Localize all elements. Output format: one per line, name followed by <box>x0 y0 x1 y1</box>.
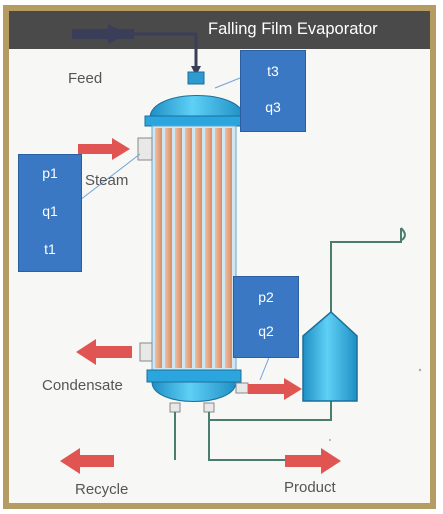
speck <box>418 368 422 372</box>
steam-label: Steam <box>85 172 129 189</box>
steam-arrow <box>78 138 130 160</box>
box-right-line-2: q2 <box>258 323 274 339</box>
feed-pipe-arrow <box>191 66 201 76</box>
steam-nozzle <box>137 137 153 161</box>
piping <box>174 227 406 461</box>
product-arrow <box>285 448 341 474</box>
vessel-shell <box>151 125 237 371</box>
box-left-line-1: p1 <box>42 165 58 181</box>
bottom-head <box>151 381 237 402</box>
separator-vessel <box>302 310 358 402</box>
feed-label: Feed <box>68 70 103 87</box>
feed-nozzle <box>187 71 205 85</box>
condensate-nozzle <box>139 342 153 362</box>
recycle-outlet <box>169 402 181 413</box>
leader-right <box>259 354 271 381</box>
feed-arrow-head <box>108 24 128 44</box>
feed-arrow <box>72 29 134 39</box>
condensate-arrow <box>76 339 132 365</box>
diagram-title: Falling Film Evaporator <box>208 20 378 38</box>
data-box-right: p2 q2 <box>233 276 299 358</box>
feed-pipe <box>134 32 198 72</box>
data-box-left: p1 q1 t1 <box>18 154 82 272</box>
tube-bundle <box>155 128 232 368</box>
data-box-top: t3 q3 <box>240 50 306 132</box>
box-top-line-1: t3 <box>267 63 279 79</box>
condensate-label: Condensate <box>42 377 123 394</box>
product-label: Product <box>284 479 336 496</box>
leader-left <box>79 153 141 201</box>
vapor-outlet-nozzle <box>235 382 249 394</box>
box-right-line-1: p2 <box>258 289 274 305</box>
recycle-label: Recycle <box>75 481 129 498</box>
box-top-line-2: q3 <box>265 99 281 115</box>
box-left-line-3: t1 <box>44 241 56 257</box>
top-flange <box>144 115 250 127</box>
product-outlet <box>203 402 215 413</box>
leader-top <box>214 77 241 89</box>
recycle-arrow <box>60 448 114 474</box>
vapor-arrow <box>248 378 302 400</box>
bottom-flange <box>146 369 242 383</box>
speck <box>329 439 331 441</box>
box-left-line-2: q1 <box>42 203 58 219</box>
